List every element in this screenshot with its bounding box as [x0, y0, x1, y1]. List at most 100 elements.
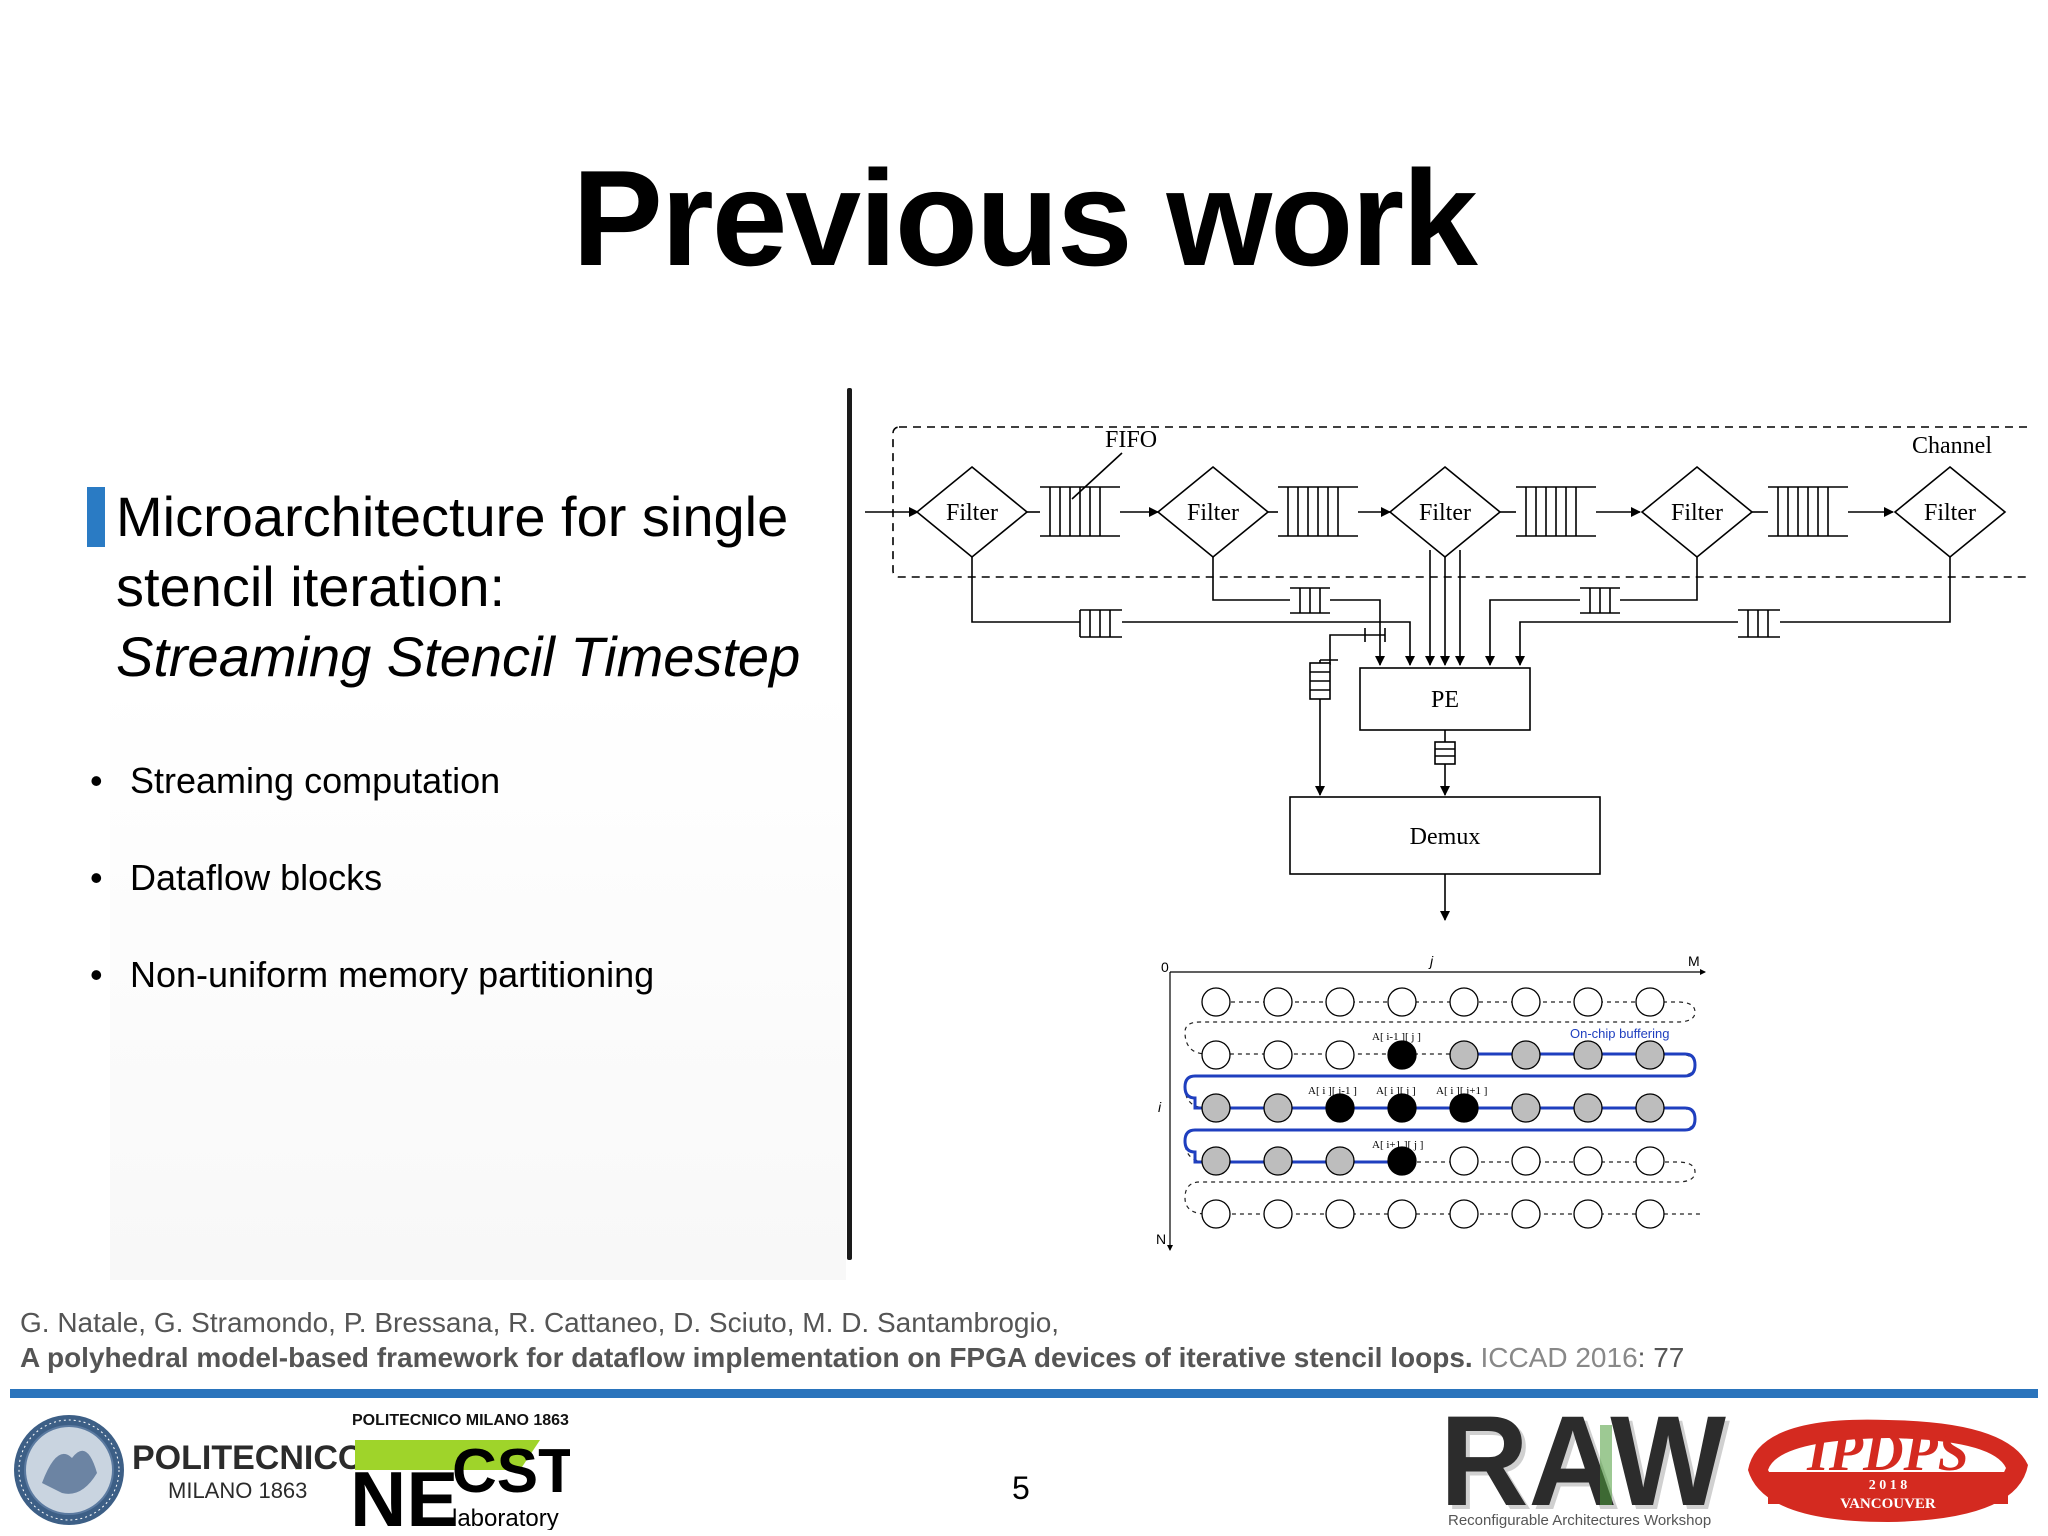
grid-cell [1387, 987, 1417, 1017]
ipdps-text: IPDPS [1806, 1421, 1969, 1483]
grid-cell [1325, 1040, 1355, 1070]
grid-cell [1387, 1146, 1417, 1176]
pe-label: PE [1431, 687, 1459, 713]
grid-cell [1201, 1146, 1231, 1176]
grid-cell [1263, 1040, 1293, 1070]
grid-cell [1573, 1093, 1603, 1123]
grid-cell [1511, 1199, 1541, 1229]
necst-cst: CST [452, 1437, 570, 1506]
necst-ne: NE [350, 1455, 458, 1530]
grid-cell [1511, 987, 1541, 1017]
grid-cell [1511, 1146, 1541, 1176]
ipdps-city: VANCOUVER [1840, 1496, 1936, 1512]
fifo-1 [1027, 486, 1159, 537]
grid-cell [1449, 987, 1479, 1017]
grid-cell [1635, 1199, 1665, 1229]
grid-cell [1387, 1093, 1417, 1123]
grid-cell [1325, 1199, 1355, 1229]
axis-j-label: j [1428, 953, 1434, 969]
grid-cell [1325, 1093, 1355, 1123]
demux-block [1289, 796, 1601, 875]
ipdps-logo: IPDPS 2 0 1 8 VANCOUVER [1748, 1419, 2028, 1522]
fifo-3 [1500, 486, 1641, 537]
grid-cell [1201, 1199, 1231, 1229]
vertical-divider [847, 388, 852, 1260]
axis-m-label: M [1688, 953, 1700, 969]
filter-label-5: Filter [1924, 500, 1976, 526]
neighbor-label-up: A[ i-1 ][ j ] [1372, 1031, 1421, 1043]
citation-title: A polyhedral model-based framework for d… [20, 1342, 1473, 1373]
grid-cell [1263, 1199, 1293, 1229]
axis-zero-label: 0 [1161, 959, 1169, 975]
grid-cell [1635, 1146, 1665, 1176]
grid-cell [1325, 1146, 1355, 1176]
grid-cell [1325, 987, 1355, 1017]
grid-cell [1263, 1093, 1293, 1123]
grid-cell [1263, 987, 1293, 1017]
fifo-4 [1752, 486, 1894, 537]
grid-cell [1263, 1146, 1293, 1176]
polimi-name: POLITECNICO [132, 1439, 365, 1477]
polimi-seal-logo [14, 1415, 124, 1525]
grid-cell [1387, 1040, 1417, 1070]
page-number: 5 [1012, 1470, 1030, 1506]
onchip-buffering-label: On-chip buffering [1570, 1026, 1670, 1041]
necst-top-text: POLITECNICO MILANO 1863 [352, 1412, 569, 1429]
grid-cell [1201, 1040, 1231, 1070]
grid-cell [1449, 1199, 1479, 1229]
citation-venue: ICCAD 2016 [1480, 1342, 1638, 1373]
citation-reference: A polyhedral model-based framework for d… [20, 1342, 1684, 1374]
demux-label: Demux [1410, 824, 1481, 850]
grid-cell [1635, 987, 1665, 1017]
fifo-2 [1268, 486, 1391, 537]
grid-cell [1573, 1040, 1603, 1070]
polimi-subtitle: MILANO 1863 [168, 1478, 308, 1503]
grid-cell [1573, 1199, 1603, 1229]
grid-cells [1201, 987, 1665, 1229]
slide-title: Previous work [572, 142, 1478, 294]
bullet-list: Streaming computation Dataflow blocks No… [90, 760, 654, 1051]
grid-cell [1573, 1146, 1603, 1176]
grid-cell [1511, 1093, 1541, 1123]
grid-cell [1635, 1093, 1665, 1123]
grid-cell [1387, 1199, 1417, 1229]
neighbor-label-right: A[ i ][ j+1 ] [1436, 1085, 1487, 1097]
necst-lab: laboratory [452, 1505, 559, 1530]
citation-authors: G. Natale, G. Stramondo, P. Bressana, R.… [20, 1307, 1060, 1338]
neighbor-label-left: A[ i ][ j-1 ] [1308, 1085, 1357, 1097]
grid-cell [1449, 1040, 1479, 1070]
bullet-item: Streaming computation [90, 760, 654, 857]
axis-i-label: i [1158, 1099, 1162, 1115]
memory-partition-grid: 0 j M i N On-chip buffering A[ i-1 ][ j … [1156, 953, 1706, 1251]
filter-label-2: Filter [1187, 500, 1239, 526]
bullet-item: Non-uniform memory partitioning [90, 954, 654, 1051]
citation-page: : 77 [1637, 1342, 1685, 1373]
filter-label-1: Filter [946, 500, 998, 526]
heading-line-3: Streaming Stencil Timestep [116, 625, 801, 688]
filter-label-3: Filter [1419, 500, 1471, 526]
grid-cell [1511, 1040, 1541, 1070]
axis-n-label: N [1156, 1231, 1166, 1247]
bullet-item: Dataflow blocks [90, 857, 654, 954]
channel-box [892, 426, 2030, 578]
neighbor-label-down: A[ i+1 ][ j ] [1372, 1139, 1423, 1151]
grid-cell [1449, 1146, 1479, 1176]
pe-block [1359, 667, 1531, 731]
traversal-path [1184, 1001, 1700, 1215]
raw-text: RAW [1440, 1405, 1726, 1515]
ipdps-year: 2 0 1 8 [1869, 1478, 1908, 1493]
heading-line-1: Microarchitecture for single [116, 485, 789, 548]
grid-cell [1449, 1093, 1479, 1123]
footer-rule [10, 1389, 2038, 1398]
raw-logo: RAW RAW [1440, 1405, 1730, 1515]
grid-cell [1201, 1093, 1231, 1123]
channel-label: Channel [1912, 433, 1992, 459]
necst-logo: NE CST laboratory [350, 1437, 570, 1530]
raw-shadow: RAW [1444, 1405, 1730, 1515]
grid-cell [1573, 987, 1603, 1017]
grid-cell [1635, 1040, 1665, 1070]
filter-label-4: Filter [1671, 500, 1723, 526]
raw-subtitle: Reconfigurable Architectures Workshop [1448, 1512, 1712, 1529]
heading-accent-bar [87, 487, 105, 547]
sst-architecture-diagram: FIFO Channel Filter Filter Filter Filter… [865, 426, 2030, 921]
